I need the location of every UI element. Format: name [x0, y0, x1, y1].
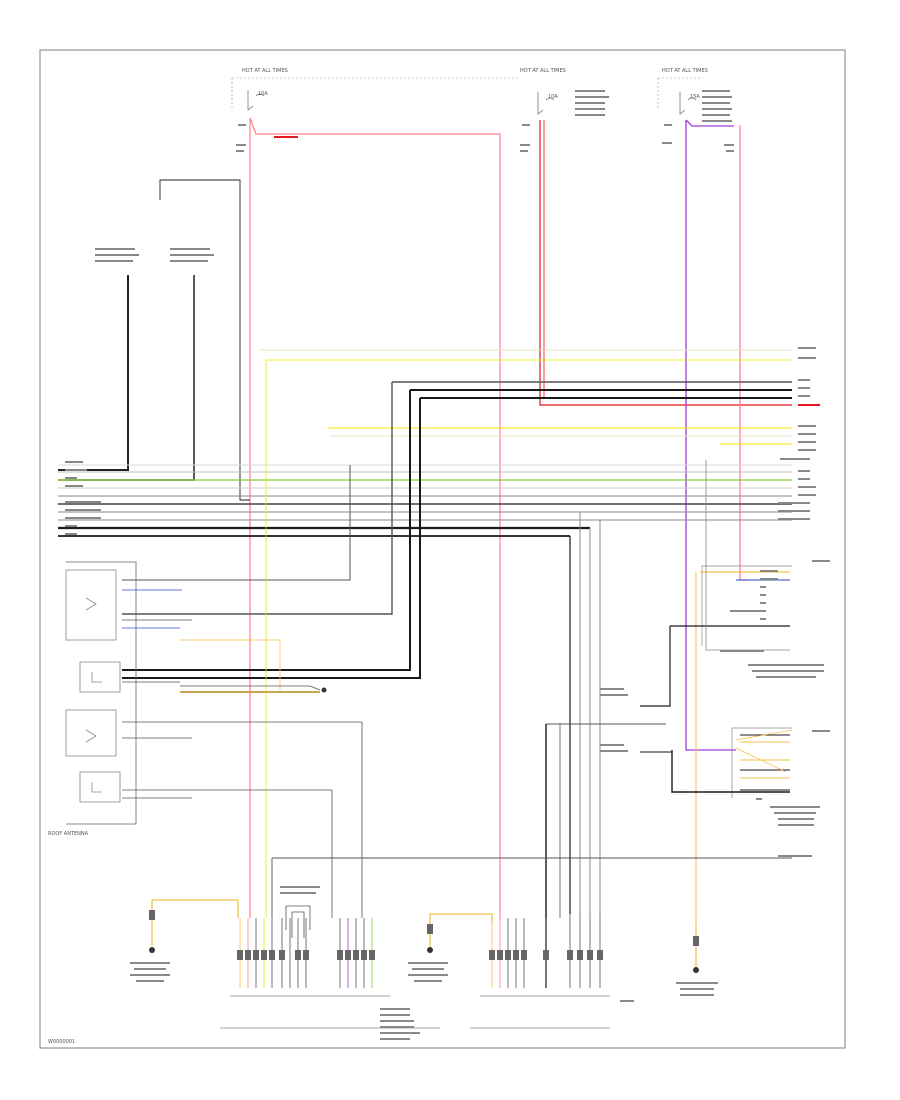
fuse-2-amps: 10A — [548, 94, 558, 100]
antenna-amplifier — [58, 179, 250, 501]
antenna-connector-wires — [122, 589, 363, 918]
roof-antenna-box: ROOF ANTENNA — [48, 561, 137, 837]
fuse-3-amps: 15A — [690, 94, 700, 100]
fuse-3-hot-label: HOT AT ALL TIMES — [662, 68, 708, 74]
bus-left-labels — [65, 461, 101, 535]
fuse-1-hot-label: HOT AT ALL TIMES — [242, 68, 288, 74]
digital-sound-module — [545, 723, 830, 918]
connector-frames — [220, 995, 610, 1029]
roof-antenna-label: ROOF ANTENNA — [48, 831, 89, 837]
power-feed-red — [249, 117, 792, 919]
fuse-group-2: HOT AT ALL TIMES 10A — [520, 68, 566, 115]
fuse-1-amps: 10A — [258, 91, 268, 97]
bus-drops — [122, 360, 601, 918]
bottom-labels — [130, 886, 718, 1040]
diagram-frame — [39, 49, 846, 1049]
footer-code: W0000001 — [48, 1039, 75, 1045]
harness-bus — [58, 349, 792, 537]
multimedia-module — [600, 460, 830, 924]
fuse-group-1: HOT AT ALL TIMES 10A — [231, 68, 520, 111]
splice-junction — [321, 687, 327, 693]
connector-pins — [149, 910, 699, 960]
fuse-annotations — [236, 90, 734, 152]
ground-symbols — [149, 947, 699, 973]
fuse-2-hot-label: HOT AT ALL TIMES — [520, 68, 566, 74]
bus-right-labels — [778, 347, 820, 520]
fuse-group-3: HOT AT ALL TIMES 15A — [657, 68, 708, 115]
